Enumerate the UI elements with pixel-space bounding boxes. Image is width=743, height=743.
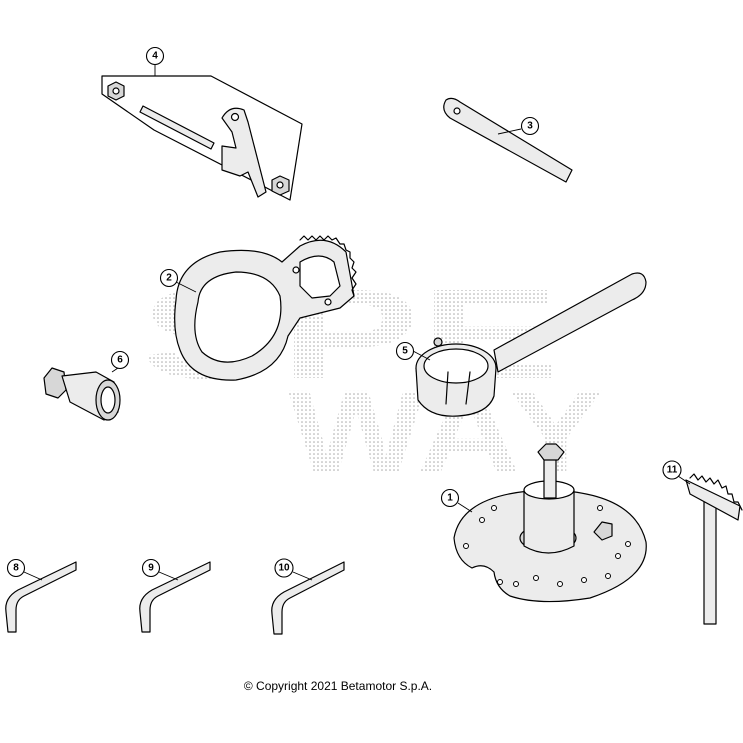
part-2-ring-spanner	[174, 235, 357, 381]
copyright-notice: © Copyright 2021 Betamotor S.p.A.	[243, 679, 433, 693]
part-6-extractor	[43, 367, 121, 421]
callout-1: 1	[440, 488, 460, 508]
part-10-allen-key	[271, 561, 345, 635]
bolt-holes	[463, 505, 631, 587]
callout-8-label: 8	[13, 563, 19, 574]
callout-8: 8	[6, 558, 26, 578]
part-5-cup-wrench	[415, 272, 647, 417]
part-1-puller-plate	[453, 443, 647, 603]
callout-10-label: 10	[278, 563, 290, 574]
callout-9: 9	[141, 558, 161, 578]
part-9-allen-key	[139, 561, 211, 633]
callout-3: 3	[520, 116, 540, 136]
callout-4: 4	[145, 46, 165, 66]
part-8-allen-key	[5, 561, 77, 633]
callout-6: 6	[110, 350, 130, 370]
callout-9-label: 9	[148, 563, 154, 574]
callout-2-label: 2	[166, 273, 172, 284]
callout-5: 5	[395, 341, 415, 361]
part-3-flat-lever	[443, 97, 573, 183]
callout-11-label: 11	[667, 465, 678, 476]
callout-1-label: 1	[447, 493, 453, 504]
part-11-toothed-segment	[685, 473, 743, 625]
callout-2: 2	[159, 268, 179, 288]
callout-3-label: 3	[527, 121, 533, 132]
callout-10: 10	[274, 558, 294, 578]
part-4-kit	[101, 75, 303, 201]
bracket	[221, 107, 267, 198]
callout-5-label: 5	[402, 346, 408, 357]
callout-4-label: 4	[152, 51, 158, 62]
callout-11: 11	[662, 460, 682, 480]
callout-6-label: 6	[117, 355, 123, 366]
pin-rod	[139, 105, 215, 150]
